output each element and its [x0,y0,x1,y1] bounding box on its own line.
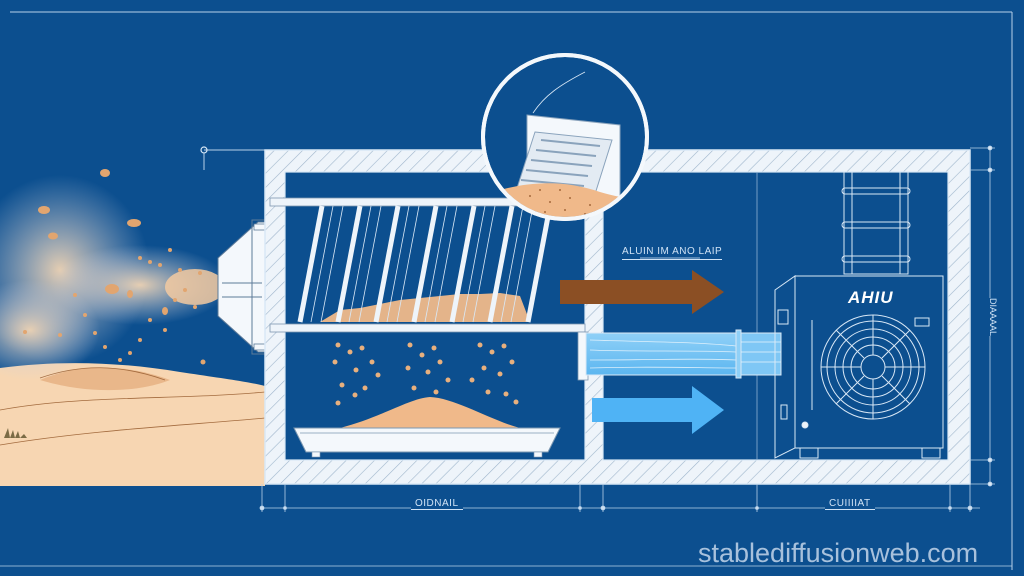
ahu-label: AHIU [848,288,894,307]
watermark: stablediffusionweb.com [698,538,979,568]
louver-detail-callout [481,53,649,221]
frame-lines [0,11,1013,570]
clean-air-arrow-icon [592,386,724,434]
dim-label-vertical: DIAAAAL [988,298,998,337]
ahu-unit [774,171,944,459]
falling-sand [332,342,519,406]
intake-hood [217,219,269,355]
louver-filter [269,197,586,333]
dim-label-left: OIDNAIL [411,498,463,510]
arrow-label: ALUIN IM ANO LAIP [622,246,723,260]
sand-storm [0,169,230,380]
clean-air-duct [577,329,782,381]
dusty-air-arrow-icon [560,270,724,314]
collection-tray [293,397,561,458]
shrub-icon [4,428,27,438]
dim-label-right: CUIIIIAT [825,498,875,510]
desert-dunes [0,363,266,486]
